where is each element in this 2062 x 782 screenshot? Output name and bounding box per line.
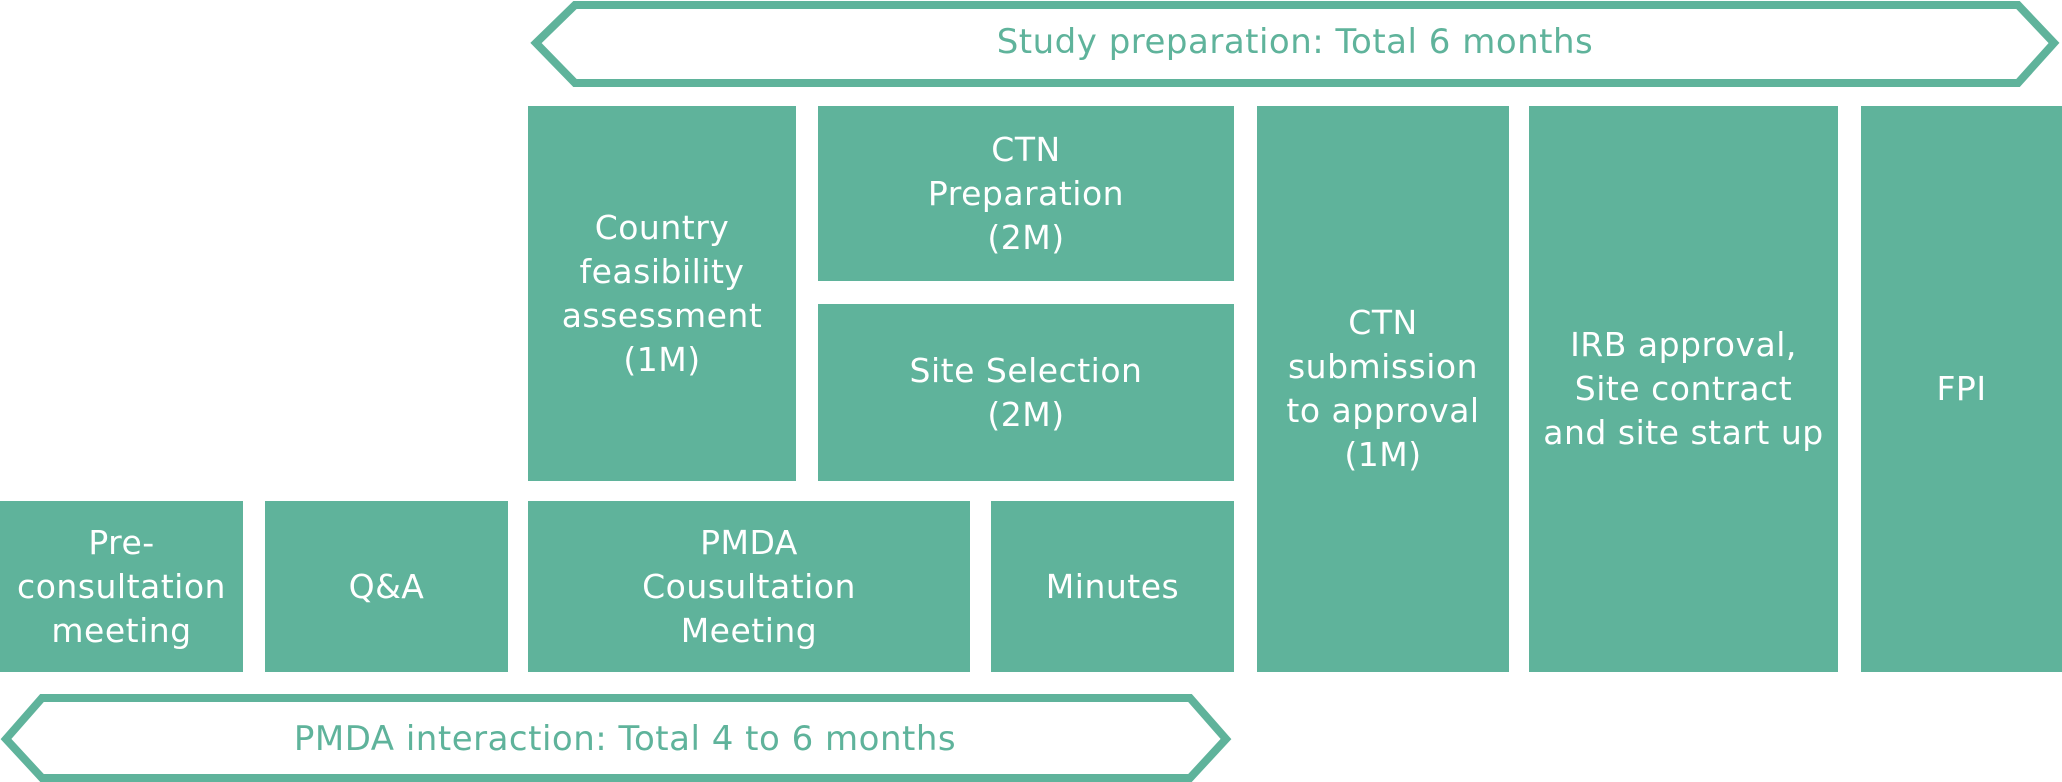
country-feasibility-block: Country feasibility assessment (1M) <box>528 106 796 481</box>
pmda-interaction-label: PMDA interaction: Total 4 to 6 months <box>293 719 957 759</box>
irb-approval-label: IRB approval, Site contract and site sta… <box>1543 325 1824 452</box>
study-preparation-label: Study preparation: Total 6 months <box>996 22 1594 62</box>
ctn-submission-block: CTN submission to approval (1M) <box>1257 106 1509 672</box>
pmda-interaction-arrow <box>0 694 1232 782</box>
qa-block: Q&A <box>265 501 508 672</box>
fpi-label: FPI <box>1936 369 1987 408</box>
irb-approval-block: IRB approval, Site contract and site sta… <box>1529 106 1838 672</box>
minutes-block: Minutes <box>991 501 1234 672</box>
pmda-consultation-block: PMDA Cousultation Meeting <box>528 501 970 672</box>
ctn-preparation-block: CTN Preparation (2M) <box>818 106 1234 281</box>
site-selection-block: Site Selection (2M) <box>818 304 1234 481</box>
pre-consultation-label: Pre- consultation meeting <box>17 522 226 650</box>
site-selection-label: Site Selection (2M) <box>909 350 1143 434</box>
study-preparation-arrow <box>530 1 2060 87</box>
qa-label: Q&A <box>348 566 425 606</box>
ctn-preparation-label: CTN Preparation (2M) <box>927 129 1125 257</box>
ctn-submission-label: CTN submission to approval (1M) <box>1286 303 1480 474</box>
minutes-label: Minutes <box>1045 566 1180 606</box>
country-feasibility-label: Country feasibility assessment (1M) <box>561 207 763 379</box>
pmda-consultation-label: PMDA Cousultation Meeting <box>642 522 856 650</box>
pre-consultation-block: Pre- consultation meeting <box>0 501 243 672</box>
fpi-block: FPI <box>1861 106 2062 672</box>
